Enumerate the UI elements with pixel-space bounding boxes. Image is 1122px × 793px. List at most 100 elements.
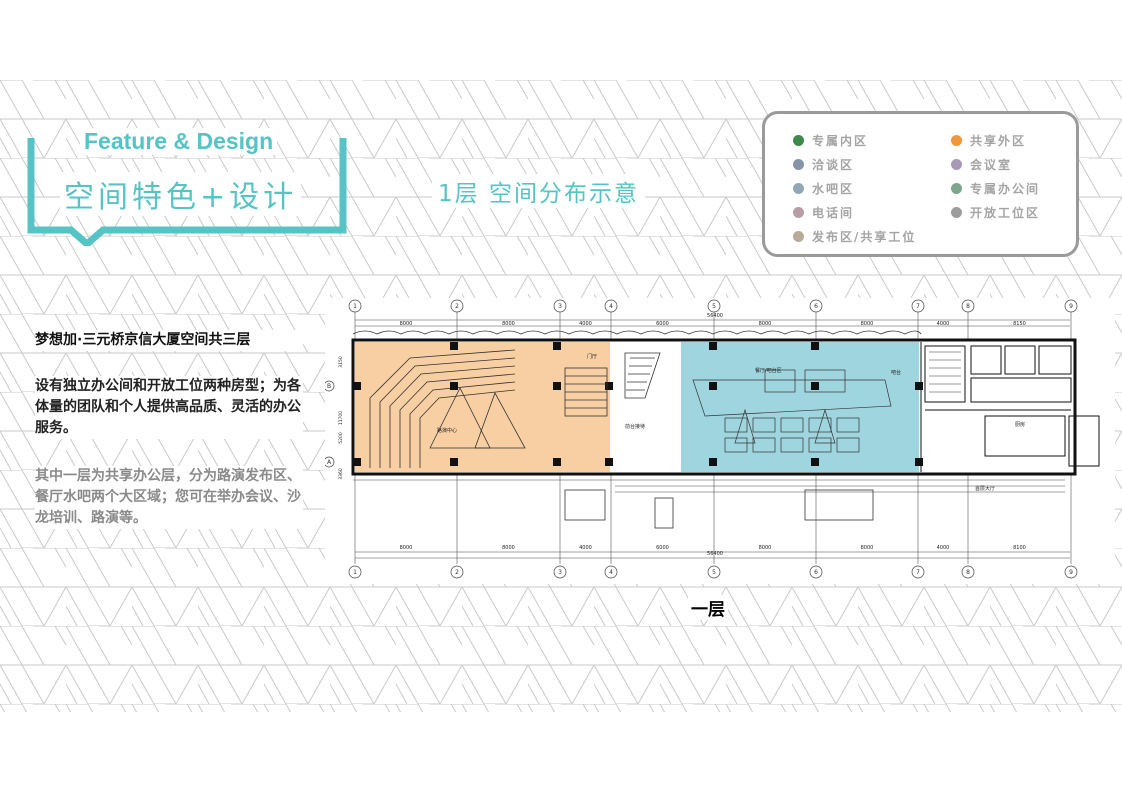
dimension-bottom: 8000 bbox=[502, 545, 515, 551]
legend-dot-icon bbox=[793, 159, 804, 170]
axis-bubble bbox=[961, 565, 975, 579]
axis-number: 9 bbox=[1069, 569, 1073, 576]
legend-label: 开放工位区 bbox=[970, 206, 1041, 220]
legend-item: 会议室 bbox=[951, 156, 1012, 173]
dimension-bottom: 8000 bbox=[861, 545, 874, 551]
legend-label: 发布区/共享工位 bbox=[812, 230, 917, 244]
axis-number: 1 bbox=[353, 303, 357, 310]
axis-number: 3 bbox=[558, 569, 562, 576]
room-types-description: 设有独立办公间和开放工位两种房型；为各体量的团队和个人提供高品质、灵活的办公服务… bbox=[35, 376, 303, 439]
legend-item: 电话间 bbox=[793, 204, 854, 221]
legend-dot-icon bbox=[951, 135, 962, 146]
axis-bubble bbox=[1064, 565, 1078, 579]
axis-number: 4 bbox=[609, 303, 613, 310]
legend-label: 专属办公间 bbox=[970, 182, 1041, 196]
axis-number: 8 bbox=[966, 569, 970, 576]
axis-number: 4 bbox=[609, 569, 613, 576]
feature-design-title: Feature & Design bbox=[80, 128, 278, 155]
axis-number: 3 bbox=[558, 303, 562, 310]
axis-number: 6 bbox=[814, 569, 818, 576]
building-description: 梦想加·三元桥京信大厦空间共三层 bbox=[35, 330, 303, 351]
dimension-top: 8000 bbox=[759, 321, 772, 327]
axis-number: 5 bbox=[712, 303, 716, 310]
dimension-top: 8000 bbox=[400, 321, 413, 327]
dimension-bottom: 8100 bbox=[1013, 545, 1026, 551]
dimension-top: 8150 bbox=[1013, 321, 1026, 327]
front-hall-label: 首层大厅 bbox=[975, 485, 995, 492]
feature-design-cn-title: 空间特色+设计 bbox=[60, 172, 302, 216]
dimension-top: 4000 bbox=[579, 321, 592, 327]
legend-item: 洽谈区 bbox=[793, 156, 854, 173]
axis-bubble bbox=[707, 299, 721, 313]
axis-bubble bbox=[809, 565, 823, 579]
axis-bubble bbox=[450, 565, 464, 579]
legend-label: 电话间 bbox=[812, 206, 855, 220]
legend-dot-icon bbox=[793, 231, 804, 242]
row-label: A bbox=[327, 459, 332, 466]
axis-number: 8 bbox=[966, 303, 970, 310]
legend-dot-icon bbox=[793, 135, 804, 146]
axis-number: 7 bbox=[916, 569, 920, 576]
bar-label: 吧台 bbox=[891, 369, 901, 376]
axis-number: 1 bbox=[353, 569, 357, 576]
row-bubble bbox=[325, 456, 335, 468]
dimension-top: 4000 bbox=[937, 321, 950, 327]
legend-label: 洽谈区 bbox=[812, 158, 855, 172]
row-label: B bbox=[327, 383, 331, 390]
dimension-bottom: 8000 bbox=[759, 545, 772, 551]
floor-layout-title: 1层 空间分布示意 bbox=[432, 174, 645, 208]
first-floor-description: 其中一层为共享办公层，分为路演发布区、餐厅水吧两个大区域；您可在举办会议、沙龙培… bbox=[35, 466, 303, 529]
legend-item: 共享外区 bbox=[951, 132, 1026, 149]
dimension-bottom: 6000 bbox=[656, 545, 669, 551]
legend-item: 专属内区 bbox=[793, 132, 868, 149]
row-bubble bbox=[325, 380, 335, 392]
dining-zone-label: 餐厅/吧台区 bbox=[755, 367, 782, 374]
axis-bubble bbox=[553, 299, 567, 313]
axis-bubble bbox=[911, 299, 925, 313]
axis-bubble bbox=[604, 299, 618, 313]
axis-bubble bbox=[961, 299, 975, 313]
dining-bar-zone bbox=[681, 342, 919, 472]
axis-bubble bbox=[707, 565, 721, 579]
dimension-bottom: 4000 bbox=[579, 545, 592, 551]
axis-number: 6 bbox=[814, 303, 818, 310]
axis-bubble bbox=[604, 565, 618, 579]
legend-box: 专属内区 共享外区 洽谈区 会议室 水吧区 专属办公间 电话间 开放工位区 发布… bbox=[762, 111, 1079, 257]
total-dimension-top: 56400 bbox=[707, 313, 723, 319]
roadshow-zone-label: 路演中心 bbox=[437, 427, 457, 434]
side-dimension: 3360 bbox=[338, 468, 344, 480]
dimension-top: 6000 bbox=[656, 321, 669, 327]
axis-number: 2 bbox=[455, 569, 459, 576]
roadshow-zone bbox=[355, 342, 610, 472]
kitchen-label: 厨房 bbox=[1015, 421, 1025, 428]
dimension-top: 8000 bbox=[502, 321, 515, 327]
axis-bubble bbox=[1064, 299, 1078, 313]
axis-bubble bbox=[348, 565, 362, 579]
legend-label: 水吧区 bbox=[812, 182, 855, 196]
legend-dot-icon bbox=[951, 183, 962, 194]
legend-dot-icon bbox=[951, 207, 962, 218]
floor-label: 一层 bbox=[688, 595, 728, 620]
side-dimension: 3150 bbox=[338, 356, 344, 368]
legend-label: 会议室 bbox=[970, 158, 1013, 172]
axis-number: 5 bbox=[712, 569, 716, 576]
legend-dot-icon bbox=[951, 159, 962, 170]
side-dimension: 11700 bbox=[338, 411, 344, 425]
dimension-bottom: 8000 bbox=[400, 545, 413, 551]
axis-bubble bbox=[553, 565, 567, 579]
axis-bubble bbox=[348, 299, 362, 313]
total-dimension-bottom: 56400 bbox=[707, 551, 723, 557]
lobby-label: 前台接待 bbox=[625, 423, 645, 430]
legend-item: 开放工位区 bbox=[951, 204, 1040, 221]
legend-item: 专属办公间 bbox=[951, 180, 1040, 197]
dimension-bottom: 4000 bbox=[937, 545, 950, 551]
legend-label: 专属内区 bbox=[812, 134, 869, 148]
feature-callout-frame bbox=[27, 138, 347, 246]
legend-dot-icon bbox=[793, 183, 804, 194]
legend-dot-icon bbox=[793, 207, 804, 218]
legend-item: 发布区/共享工位 bbox=[793, 228, 916, 245]
axis-bubble bbox=[450, 299, 464, 313]
dimension-top: 8000 bbox=[861, 321, 874, 327]
axis-number: 7 bbox=[916, 303, 920, 310]
